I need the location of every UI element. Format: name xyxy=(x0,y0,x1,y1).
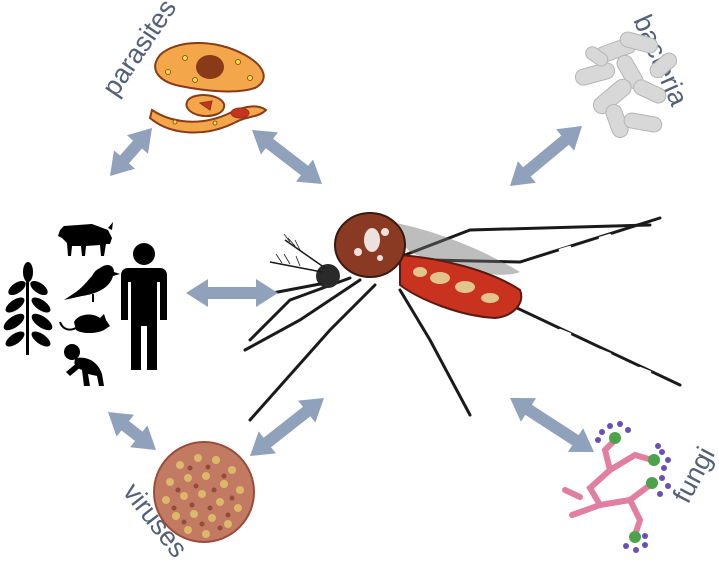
host-organisms-icon xyxy=(1,222,167,386)
arrow-fungi-mosquito xyxy=(510,398,594,452)
mouse-icon xyxy=(60,314,110,333)
arrow-bacteria-mosquito xyxy=(510,126,582,186)
arrow-viruses-hosts xyxy=(108,412,156,450)
parasite-cells-icon xyxy=(150,43,266,133)
cow-icon xyxy=(58,222,113,256)
arrow-parasites-mosquito xyxy=(252,130,322,184)
mosquito-icon xyxy=(245,213,680,420)
fungi-label: fungi xyxy=(667,442,719,508)
plant-icon xyxy=(1,262,55,355)
arrow-hosts-mosquito xyxy=(186,279,278,307)
virus-icon xyxy=(154,442,254,542)
bird-icon xyxy=(64,265,120,302)
monkey-icon xyxy=(64,344,104,386)
human-icon xyxy=(121,243,167,370)
arrow-parasites-hosts xyxy=(110,128,152,176)
